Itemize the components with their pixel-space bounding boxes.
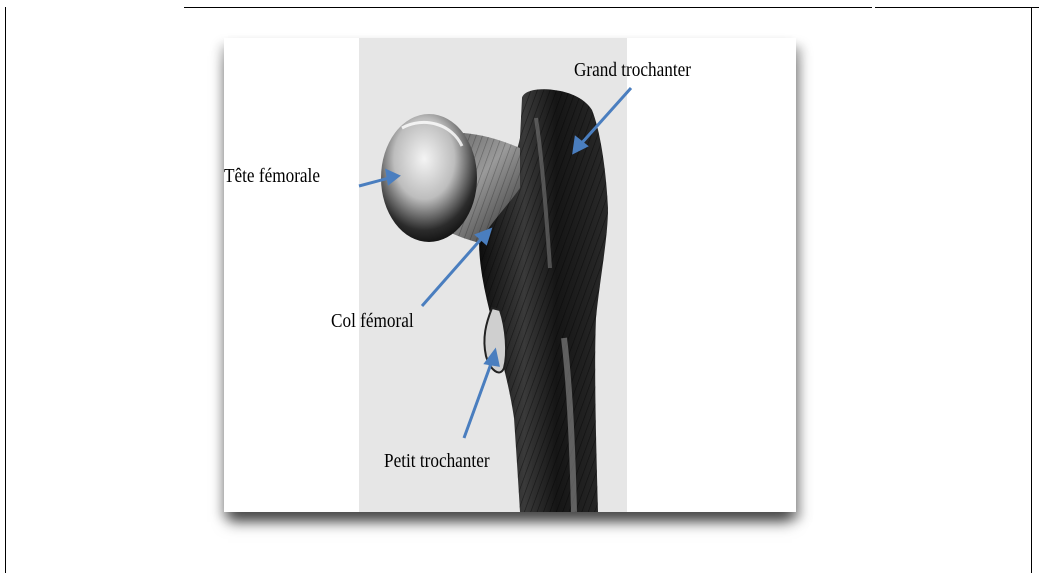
- page-top-rule-right: [875, 7, 1039, 8]
- page-left-border: [5, 7, 6, 573]
- label-tete-femorale: Tête fémorale: [224, 166, 320, 186]
- page-right-border: [1031, 7, 1032, 573]
- femur-figure: Grand trochanter Tête fémorale Col fémor…: [224, 38, 796, 512]
- label-col-femoral: Col fémoral: [331, 311, 414, 331]
- label-petit-trochanter: Petit trochanter: [384, 451, 490, 471]
- arrow-petit-trochanter: [464, 361, 492, 438]
- femur-illustration: [224, 38, 796, 512]
- arrow-col-femoral: [422, 238, 482, 306]
- label-grand-trochanter: Grand trochanter: [574, 60, 691, 80]
- page-top-rule: [184, 7, 872, 8]
